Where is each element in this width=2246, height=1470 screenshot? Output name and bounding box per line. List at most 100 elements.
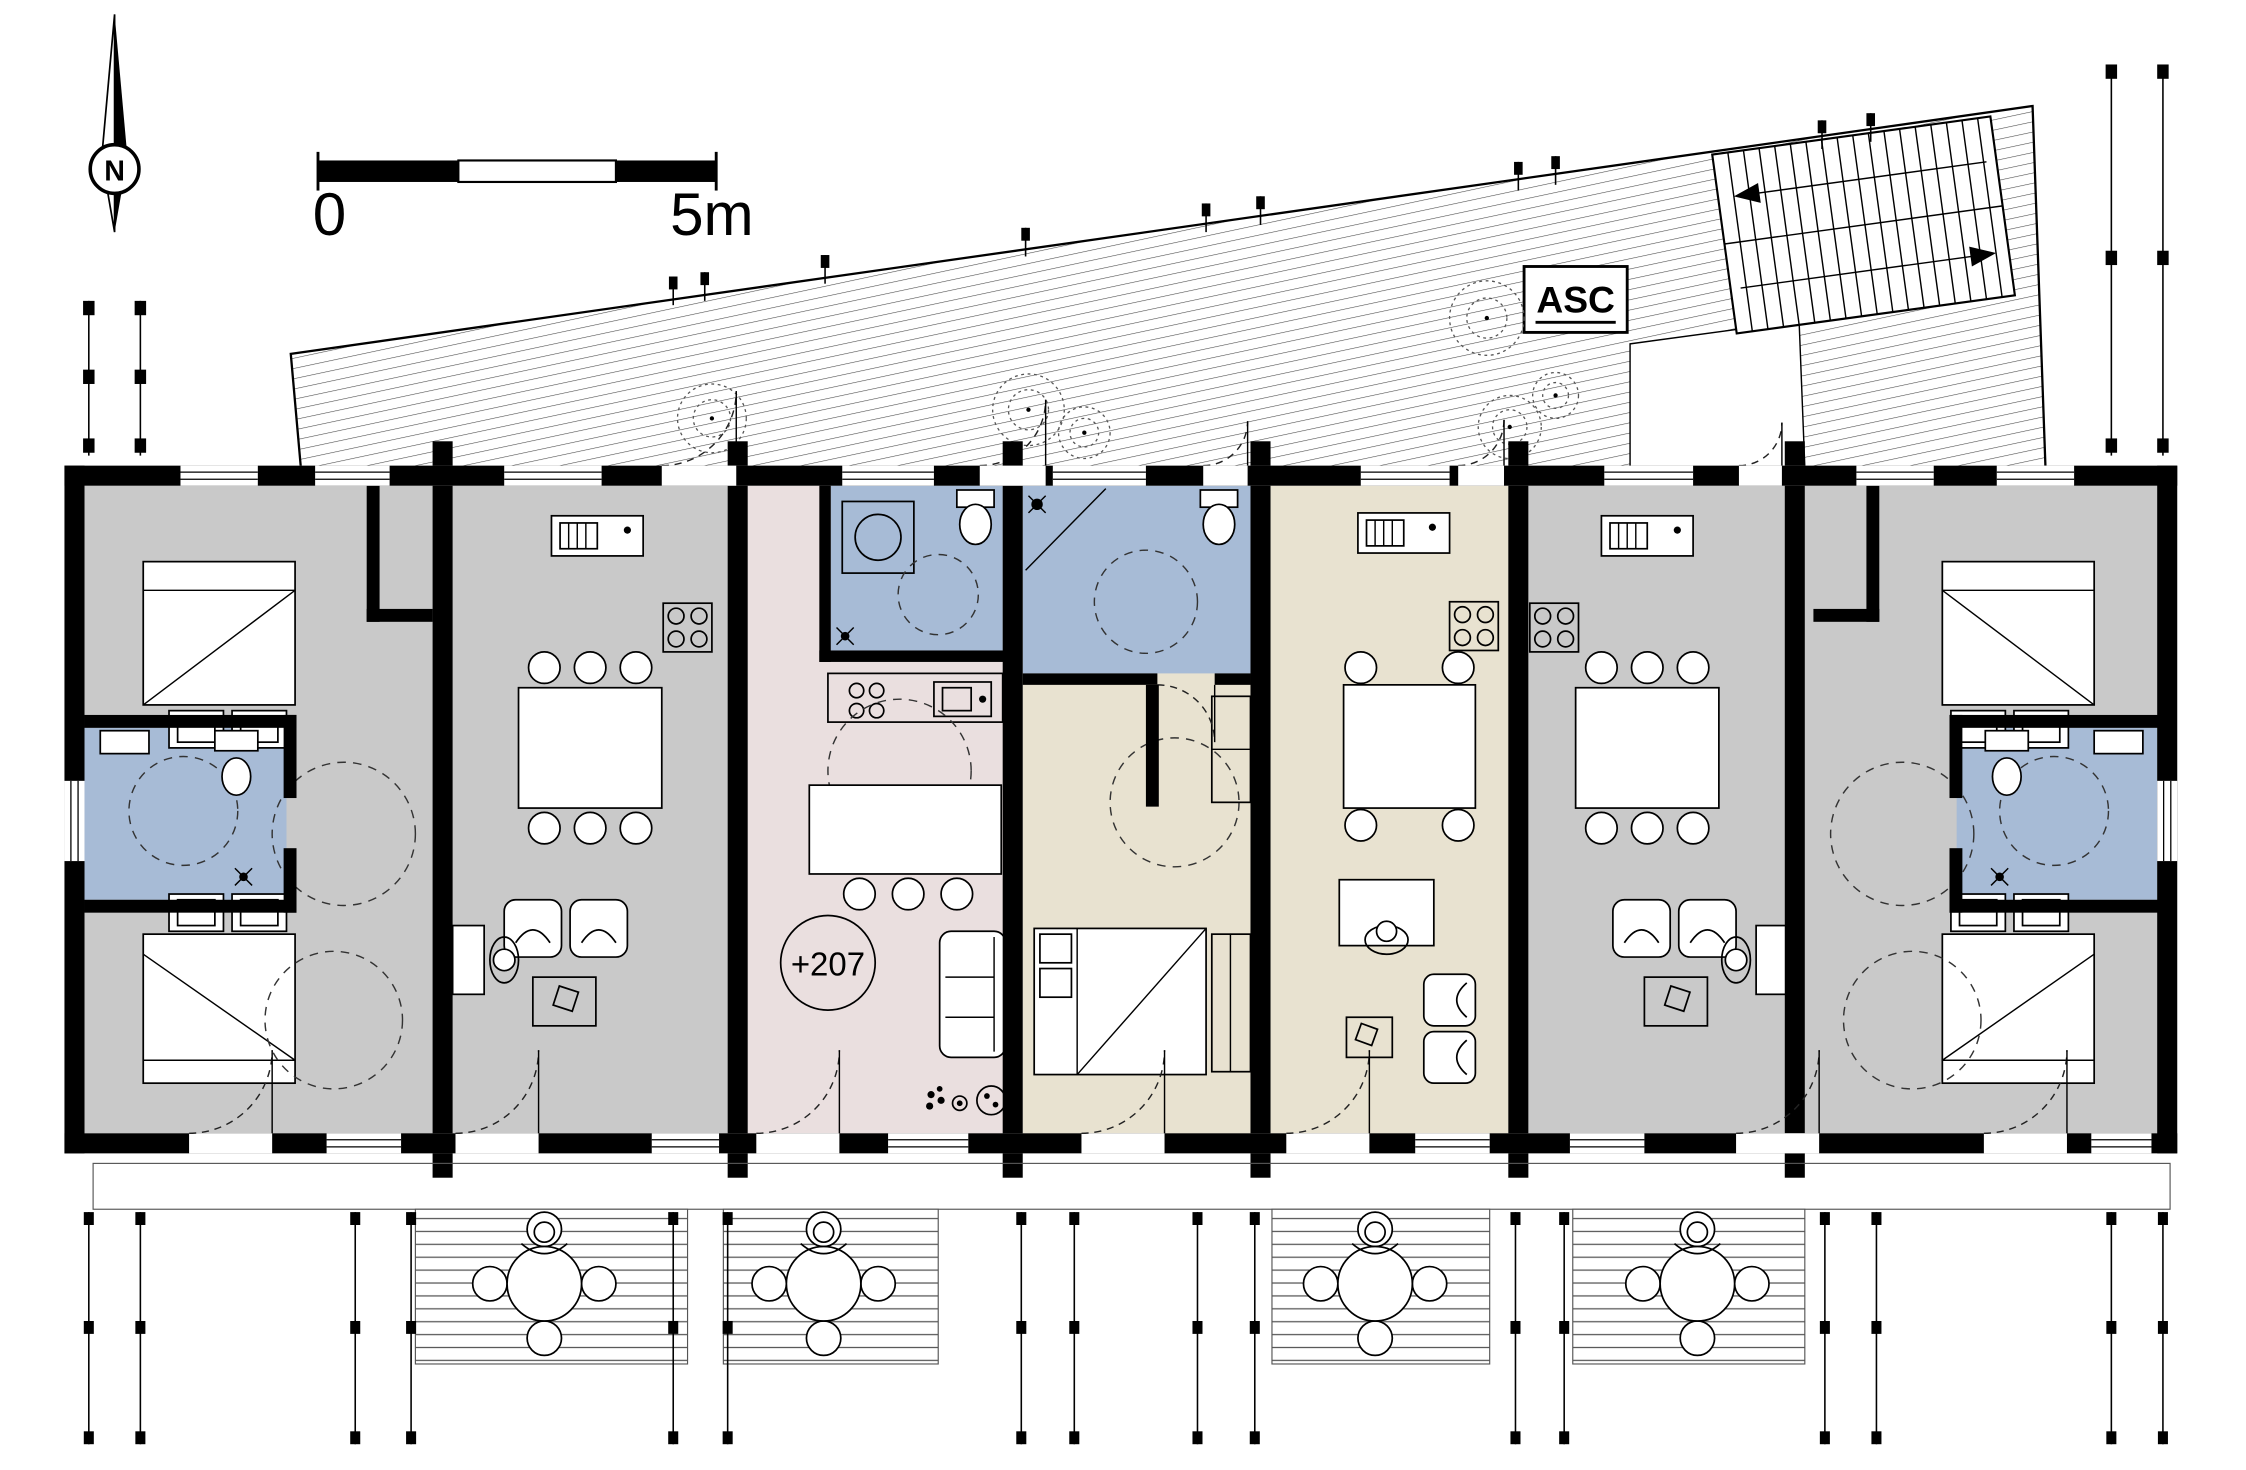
railing-post: [1192, 1212, 1203, 1445]
building: +207: [64, 441, 2178, 1178]
chair: [860, 1265, 897, 1302]
unit-2-floor: [452, 485, 728, 1134]
bottom-railing-posts: [83, 1212, 2168, 1445]
chair: [573, 651, 607, 685]
toilet: [1984, 729, 2030, 797]
turning-circle: [1842, 950, 1982, 1090]
elevator-label: ASC: [1536, 278, 1615, 320]
unit-6-floor: [1528, 485, 1785, 1134]
chair: [573, 811, 607, 845]
scale-segment-solid: [615, 160, 717, 182]
walkway-railing-posts: [668, 113, 1876, 306]
cooktop: [1448, 600, 1500, 652]
side-table: [531, 976, 597, 1027]
chair: [751, 1265, 788, 1302]
person-arms: [1351, 1242, 1399, 1255]
window: [1360, 465, 1450, 486]
entry-door-swings: [661, 391, 1783, 467]
railing-post: [1021, 227, 1030, 257]
chair: [1441, 808, 1475, 842]
turning-circle: [1829, 761, 1975, 907]
scale-start-label: 0: [313, 181, 346, 248]
railing-post: [135, 1212, 146, 1445]
desk-with-person: [451, 924, 520, 996]
railing-post: [1514, 161, 1523, 191]
door-swing: [979, 399, 1047, 467]
planter-icon: [676, 383, 747, 454]
openings-bottom: [189, 1133, 2152, 1154]
door-opening: [1286, 1133, 1370, 1154]
balcony-table-set: [1624, 1211, 1770, 1357]
interior-walls: [84, 485, 2162, 913]
toilet: [1199, 489, 1239, 546]
door-opening: [1738, 465, 1782, 486]
turning-circle: [128, 755, 239, 867]
chair: [805, 1320, 842, 1357]
planter-icon: [1532, 371, 1580, 420]
chair: [891, 877, 925, 911]
chair: [1676, 651, 1710, 685]
kitchen-sink: [1600, 514, 1694, 557]
bathroom-sink: [2093, 729, 2144, 755]
chair: [619, 811, 653, 845]
level-marker-label: +207: [791, 946, 865, 983]
planters: [676, 280, 1580, 460]
balcony-decks: [83, 1162, 2171, 1445]
unit-2: [451, 514, 713, 1027]
door-opening: [661, 465, 737, 486]
window: [315, 465, 390, 486]
desk: [1338, 878, 1435, 947]
chair: [940, 877, 974, 911]
desk: [1755, 924, 1789, 996]
window: [326, 1133, 402, 1154]
elevator: ASC: [1522, 265, 1629, 334]
washing-machine: [841, 500, 915, 574]
window: [888, 1133, 969, 1154]
door-opening: [455, 1133, 539, 1154]
chair: [527, 651, 561, 685]
railing-post: [83, 1212, 94, 1445]
kitchen-sink: [933, 681, 993, 718]
chair: [1302, 1265, 1339, 1302]
stair-arrow-up-shaft: [1756, 161, 1987, 195]
balcony-table: [1659, 1245, 1736, 1322]
bed: [1033, 927, 1207, 1076]
left-side-railing: [83, 300, 147, 456]
person-arms: [1673, 1242, 1721, 1255]
stair-lobby: [1629, 320, 1806, 468]
door-swing: [1736, 1050, 1820, 1135]
wall-tabs: [432, 441, 1805, 1178]
desk: [451, 924, 486, 996]
armchair: [1677, 898, 1737, 958]
door-opening: [1736, 1133, 1820, 1154]
shower-screen: [1025, 488, 1107, 571]
balcony-table-set: [471, 1211, 617, 1357]
armchair: [503, 898, 563, 958]
chair: [1676, 811, 1710, 845]
side-table: [1643, 976, 1709, 1027]
door-opening: [1081, 1133, 1165, 1154]
kitchen-sink: [1357, 512, 1451, 554]
balcony-table-set: [1302, 1211, 1448, 1357]
railing-post: [668, 276, 678, 306]
turning-circle: [271, 761, 417, 907]
railing-post: [350, 1212, 361, 1445]
bed: [142, 933, 296, 1085]
chair: [1584, 811, 1619, 845]
kitchen-sink: [550, 514, 645, 557]
turning-circle: [1093, 549, 1199, 655]
stairs: [1711, 115, 2017, 335]
toilet: [955, 489, 995, 546]
door-opening: [756, 1133, 840, 1154]
window: [842, 465, 934, 486]
railing-post: [1551, 156, 1560, 185]
stair-arrow-down-head: [1969, 246, 1997, 267]
door-swing: [1157, 684, 1216, 743]
person-head: [812, 1221, 835, 1244]
door-opening: [979, 465, 1046, 486]
window: [180, 465, 258, 486]
railing-post: [2157, 1212, 2168, 1445]
chair: [1411, 1265, 1448, 1302]
railing-post: [1201, 203, 1211, 233]
unit-3: +207: [779, 489, 1007, 1116]
